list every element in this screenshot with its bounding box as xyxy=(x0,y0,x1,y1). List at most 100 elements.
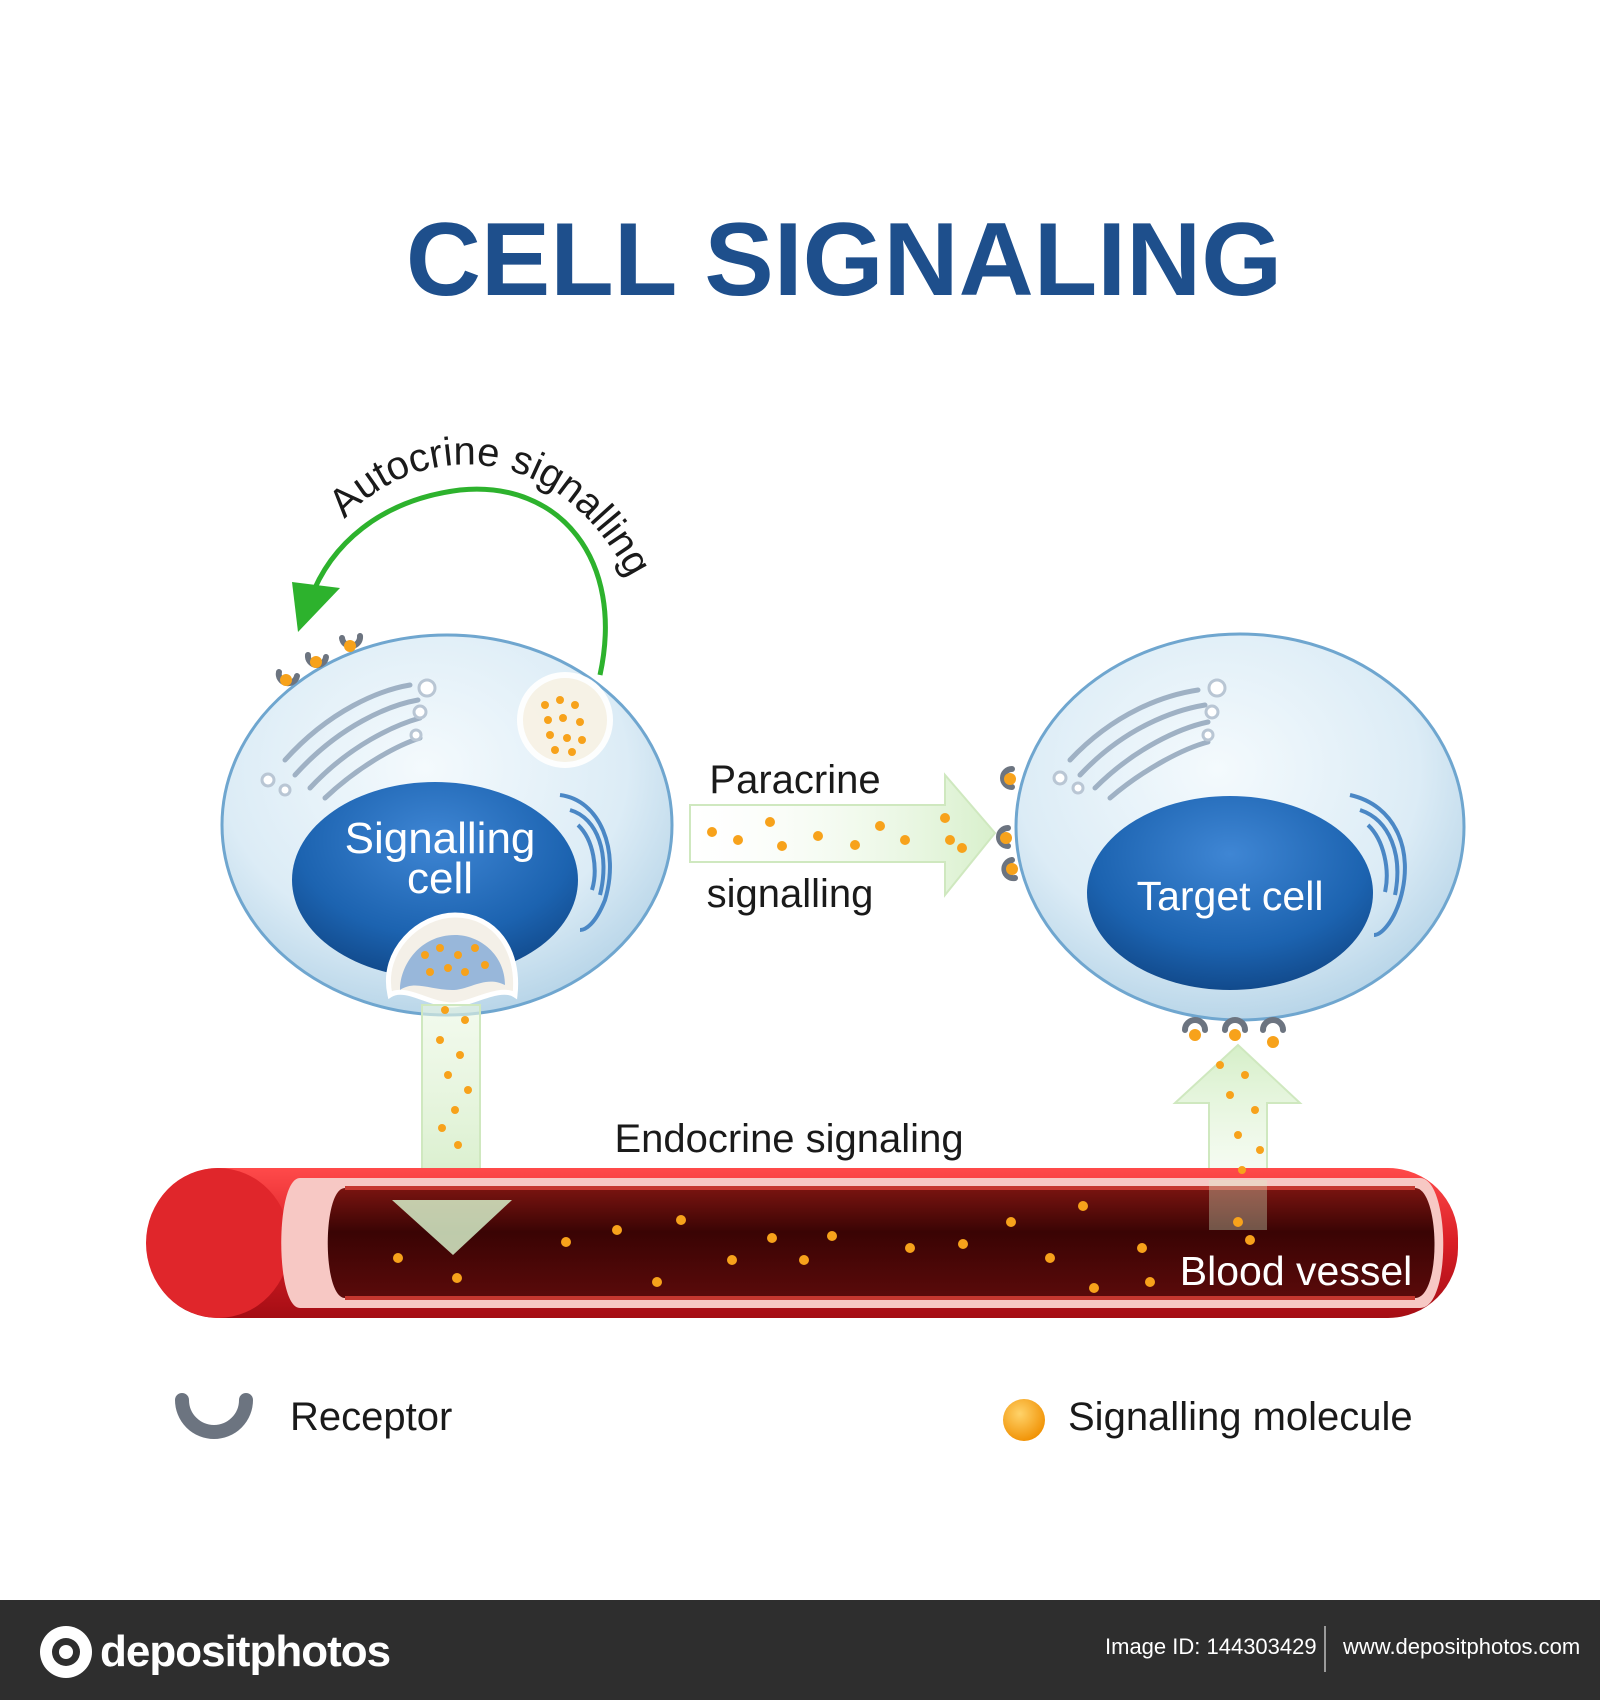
signalling-molecule xyxy=(707,827,717,837)
paracrine-label-2: signalling xyxy=(707,872,874,916)
signalling-molecule xyxy=(461,1016,469,1024)
endocrine-up-arrow xyxy=(1172,1043,1303,1181)
signalling-molecule xyxy=(444,1071,452,1079)
signalling-molecule xyxy=(765,817,775,827)
signalling-cell-nucleus xyxy=(292,782,578,978)
signalling-molecule xyxy=(957,843,967,853)
watermark-footer: depositphotos Image ID: 144303429 www.de… xyxy=(0,1600,1600,1700)
signalling-cell-label-2: cell xyxy=(407,854,473,903)
signalling-molecule xyxy=(454,1141,462,1149)
mitochondrion xyxy=(559,793,612,932)
signalling-molecule xyxy=(1241,1071,1249,1079)
signalling-molecule xyxy=(958,1239,968,1249)
signalling-molecules xyxy=(280,640,1279,1293)
signalling-molecule xyxy=(676,1215,686,1225)
signalling-molecule xyxy=(1267,1036,1279,1048)
paracrine-arrow xyxy=(689,772,997,898)
target-cell xyxy=(1014,632,1466,1022)
image-id: Image ID: 144303429 xyxy=(1105,1634,1317,1659)
signalling-molecule xyxy=(280,674,292,686)
signalling-molecule xyxy=(1245,1235,1255,1245)
signalling-molecule xyxy=(1229,1029,1241,1041)
receptor-legend-icon xyxy=(175,1393,253,1439)
signalling-molecule xyxy=(875,821,885,831)
signalling-molecule xyxy=(568,748,576,756)
site-url: www.depositphotos.com xyxy=(1343,1634,1581,1659)
signalling-molecule xyxy=(436,944,444,952)
signalling-molecule xyxy=(421,951,429,959)
signalling-molecule xyxy=(1234,1131,1242,1139)
signalling-molecule xyxy=(767,1233,777,1243)
signalling-molecule xyxy=(900,835,910,845)
signalling-molecule xyxy=(1006,863,1018,875)
signalling-molecule xyxy=(576,718,584,726)
receptor-legend-label: Receptor xyxy=(290,1395,452,1439)
signalling-molecule xyxy=(571,701,579,709)
signalling-molecule xyxy=(441,1006,449,1014)
autocrine-arrow xyxy=(292,486,608,676)
signalling-molecule xyxy=(310,656,322,668)
signalling-molecule xyxy=(426,968,434,976)
signalling-molecule xyxy=(1006,1217,1016,1227)
signalling-molecule xyxy=(1251,1106,1259,1114)
signalling-molecule xyxy=(561,1237,571,1247)
signalling-molecule xyxy=(733,835,743,845)
signalling-molecule xyxy=(1004,773,1016,785)
signalling-molecule xyxy=(544,716,552,724)
autocrine-label: Autocrine signalling xyxy=(320,429,660,583)
legend xyxy=(175,1393,1045,1441)
blood-vessel-label: Blood vessel xyxy=(1180,1248,1412,1294)
footer-divider xyxy=(1324,1626,1326,1672)
signalling-molecule xyxy=(393,1253,403,1263)
signalling-molecule xyxy=(464,1086,472,1094)
signalling-molecule xyxy=(777,841,787,851)
target-cell-label: Target cell xyxy=(1137,873,1324,919)
signalling-molecule xyxy=(436,1036,444,1044)
signalling-molecule xyxy=(727,1255,737,1265)
endocrine-label: Endocrine signaling xyxy=(614,1117,963,1161)
diagram-canvas: CELL SIGNALING Autocrine signalling xyxy=(146,202,1466,1441)
signalling-molecule xyxy=(438,1124,446,1132)
molecule-legend-icon xyxy=(1003,1399,1045,1441)
target-cell-nucleus xyxy=(1087,796,1373,990)
signalling-molecule xyxy=(827,1231,837,1241)
target-cell-side-receptors xyxy=(996,766,1018,882)
signalling-molecule xyxy=(444,964,452,972)
signalling-molecule xyxy=(850,840,860,850)
signalling-molecule xyxy=(1137,1243,1147,1253)
signalling-molecule xyxy=(541,701,549,709)
molecule-legend-label: Signalling molecule xyxy=(1068,1395,1413,1439)
signalling-molecule xyxy=(1238,1166,1246,1174)
target-cell-bottom-receptors xyxy=(1182,1017,1286,1033)
signalling-molecule xyxy=(471,944,479,952)
brand-logo: depositphotos xyxy=(40,1626,391,1678)
signalling-molecule xyxy=(1233,1217,1243,1227)
golgi-apparatus-target xyxy=(1067,687,1211,801)
signalling-molecule xyxy=(556,696,564,704)
golgi-apparatus xyxy=(282,682,423,801)
signalling-molecule xyxy=(546,731,554,739)
signalling-molecule xyxy=(344,640,356,652)
brand-name: depositphotos xyxy=(100,1627,391,1676)
signalling-molecule xyxy=(1189,1029,1201,1041)
signalling-molecule xyxy=(799,1255,809,1265)
camera-lens-icon xyxy=(40,1626,92,1678)
signalling-molecule xyxy=(1000,832,1012,844)
signalling-molecule xyxy=(551,746,559,754)
signalling-molecule xyxy=(461,968,469,976)
signalling-molecule xyxy=(1226,1091,1234,1099)
signalling-molecule xyxy=(813,831,823,841)
signalling-molecule xyxy=(559,714,567,722)
signalling-molecule xyxy=(481,961,489,969)
signalling-molecule xyxy=(456,1051,464,1059)
mitochondrion-target xyxy=(1349,793,1407,937)
signalling-molecule xyxy=(1089,1283,1099,1293)
signalling-molecule xyxy=(452,1273,462,1283)
endocrine-down-arrow-tip xyxy=(392,1200,512,1255)
signalling-molecule xyxy=(940,813,950,823)
signalling-molecule xyxy=(905,1243,915,1253)
signalling-molecule xyxy=(612,1225,622,1235)
blood-vessel xyxy=(146,1168,1458,1318)
signalling-molecule xyxy=(578,736,586,744)
